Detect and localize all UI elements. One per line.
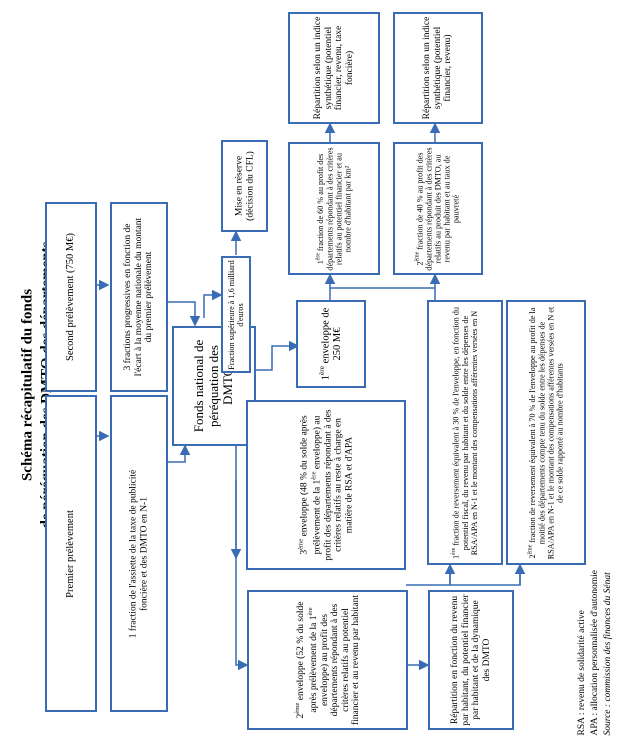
troisieme-enveloppe-label: 3ème enveloppe (48 % du solde après prél… [297,409,355,561]
reversement-70-label: 2ème fraction de reversement équivalent … [527,306,565,559]
box-fraction-60: 1ère fraction de 60 % au profit des dépa… [288,142,380,275]
reversement-30-label: 1ère fraction de reversement équivalent … [450,306,479,559]
box-troisieme-enveloppe: 3ème enveloppe (48 % du solde après prél… [246,400,406,570]
box-repartition-60: Répartition selon un indice synthétique … [288,12,380,124]
premier-prelevement-label: Premier prélèvement [65,509,77,598]
repartition-60-label: Répartition selon un indice synthétique … [312,16,355,120]
arrow-fractions-to-fonds [166,301,201,327]
fraction-40-label: 2ème fraction de 40 % au profit des dépa… [414,146,462,271]
box-reversement-30: 1ère fraction de reversement équivalent … [427,300,503,565]
box-fraction-superieure: Fraction supérieure à 1,6 milliard d'eur… [221,256,251,373]
box-fonds-national: Fonds national de péréquation des DMTO [172,326,256,446]
box-reversement-70: 2ème fraction de reversement équivalent … [506,300,586,565]
footnotes: RSA : revenu de solidarité active APA : … [565,430,625,735]
footnote-rsa: RSA : revenu de solidarité active [576,609,587,735]
box-mise-en-reserve: Mise en réserve (décision du CFL) [221,140,268,232]
arrow-fraction-to-fonds [166,444,191,463]
title-line-1: Schéma récapitulatif du fonds [19,288,36,482]
footnote-source: Source : commission des finances du Séna… [602,571,613,735]
box-second-prelevement: Second prélèvement (750 M€) [45,202,97,392]
box-premier-prelevement: Premier prélèvement [45,395,97,712]
second-prelevement-label: Second prélèvement (750 M€) [65,233,77,362]
arrow-fonds-to-2eme [235,480,249,671]
premiere-enveloppe-label: 1ère enveloppe de 250 M€ [317,307,344,381]
fraction-superieure-label: Fraction supérieure à 1,6 milliard d'eur… [226,259,245,370]
box-repartition-40: Répartition selon un indice synthétique … [393,12,483,124]
arrow-fonds-to-superieure [203,289,223,318]
arrow-fonds-to-1ere [256,340,300,371]
arrow-3eme-to-reversements [406,565,521,586]
fraction-60-label: 1ère fraction de 60 % au profit des dépa… [315,146,353,271]
arrow-1ere-to-fractions [329,287,436,300]
repartition-revenu-label: Répartition en fonction du revenu par ha… [449,594,492,726]
repartition-40-label: Répartition selon un indice synthétique … [422,16,454,120]
box-fraction-40: 2ème fraction de 40 % au profit des dépa… [393,142,483,275]
box-premier-fraction: 1 fraction de l'assiette de la taxe de p… [110,395,168,712]
mise-en-reserve-label: Mise en réserve (décision du CFL) [233,151,255,221]
box-premiere-enveloppe: 1ère enveloppe de 250 M€ [296,300,366,388]
deuxieme-enveloppe-label: 2ème enveloppe (52 % du solde après prél… [293,594,361,726]
premier-fraction-label: 1 fraction de l'assiette de la taxe de p… [128,469,149,638]
box-deuxieme-enveloppe: 2ème enveloppe (52 % du solde après prél… [247,590,408,730]
second-fractions-label: 3 fractions progressives en fonction de … [123,217,155,377]
box-repartition-revenu: Répartition en fonction du revenu par ha… [428,590,514,730]
footnote-apa: APA : allocation personnalisée d'autonom… [589,569,600,735]
box-second-fractions: 3 fractions progressives en fonction de … [110,202,168,392]
